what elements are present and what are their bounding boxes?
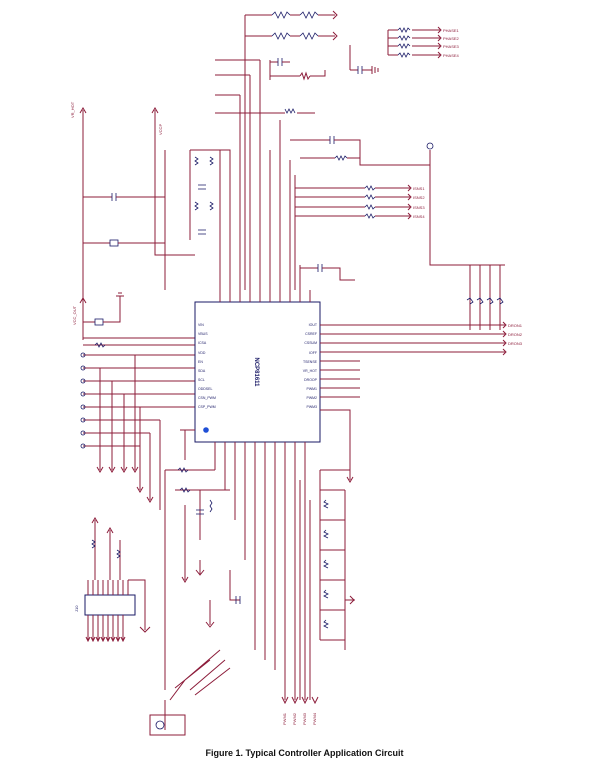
ic-pin-r0: IOUT bbox=[309, 323, 318, 327]
vcc-out-block: VCC_OUT bbox=[72, 292, 195, 348]
isns4-label: ISNS4 bbox=[413, 214, 425, 219]
connector-label: J10 bbox=[74, 605, 79, 612]
pwm1-label: PWM1 bbox=[282, 712, 287, 725]
pwm3-label: PWM3 bbox=[302, 712, 307, 725]
vccp-label: VCCP bbox=[158, 124, 163, 135]
vr-hot-label: VR_HOT bbox=[70, 101, 75, 118]
test-point-right bbox=[426, 142, 434, 150]
top-resistor-network: PHASE1 PHASE2 PHASE3 PHASE4 bbox=[244, 10, 460, 290]
bottom-pwm: PWM1 PWM2 PWM3 PWM4 bbox=[281, 696, 319, 725]
connector-j10: J10 bbox=[74, 517, 151, 643]
ic-pin-r2: CSSUM bbox=[304, 341, 317, 345]
ic-pin-r1: CSREF bbox=[305, 332, 317, 336]
ic-pin-l6: SCL bbox=[198, 378, 205, 382]
pwm2-label: PWM2 bbox=[292, 712, 297, 725]
ic-pin-l5: SDA bbox=[198, 369, 206, 373]
controller-ic: NCP81611 VIN VBUS ICSA VDD EN SDA SCL OD… bbox=[194, 301, 321, 443]
compensation-network bbox=[215, 58, 430, 290]
ic-pin-r6: DROOP bbox=[304, 378, 318, 382]
lower-network bbox=[164, 429, 355, 700]
left-rail: VR_HOT VCCP bbox=[70, 101, 195, 340]
isns2-label: ISNS2 bbox=[413, 195, 425, 200]
ic-pin-l2: ICSA bbox=[198, 341, 207, 345]
ic-pin-l9: CSP_PWM bbox=[198, 405, 216, 409]
ic-pin-r9: PWM3 bbox=[307, 405, 318, 409]
phase1-label: PHASE1 bbox=[443, 28, 460, 33]
ic-pin-l8: CSN_PWM bbox=[198, 396, 216, 400]
ic-top-wires bbox=[219, 120, 291, 302]
ic-right-outputs: DRON1 DRON2 DRON3 bbox=[299, 264, 523, 483]
feedback-network bbox=[189, 149, 231, 290]
vcc-out-label: VCC_OUT bbox=[72, 305, 77, 325]
left-test-points bbox=[80, 352, 195, 510]
isns-outputs: ISNS1 ISNS2 ISNS3 ISNS4 bbox=[294, 142, 505, 330]
isns1-label: ISNS1 bbox=[413, 186, 425, 191]
ic-name: NCP81611 bbox=[253, 357, 259, 387]
ic-pin-r3: IOFF bbox=[309, 351, 317, 355]
isns3-label: ISNS3 bbox=[413, 205, 425, 210]
ic-pin-l4: EN bbox=[198, 360, 203, 364]
left-ground-arrows bbox=[136, 486, 215, 628]
ic-pin-r7: PWM1 bbox=[307, 387, 318, 391]
ic-pin-r8: PWM2 bbox=[307, 396, 318, 400]
dron2-label: DRON2 bbox=[508, 332, 523, 337]
ic-pin-l0: VIN bbox=[198, 323, 204, 327]
phase3-label: PHASE3 bbox=[443, 44, 460, 49]
diagonal-bus bbox=[149, 530, 231, 736]
pwm4-label: PWM4 bbox=[312, 712, 317, 725]
ic-pin-l1: VBUS bbox=[198, 332, 208, 336]
ic-pin-r5: VR_HOT bbox=[303, 369, 318, 373]
dron3-label: DRON3 bbox=[508, 341, 523, 346]
phase4-label: PHASE4 bbox=[443, 53, 460, 58]
dron1-label: DRON1 bbox=[508, 323, 523, 328]
phase2-label: PHASE2 bbox=[443, 36, 460, 41]
ic-pin-l3: VDD bbox=[198, 351, 206, 355]
ic-pin-r4: TSENSE bbox=[303, 360, 318, 364]
figure-caption: Figure 1. Typical Controller Application… bbox=[205, 748, 404, 758]
ic-pin-l7: ODDSEL bbox=[198, 387, 212, 391]
